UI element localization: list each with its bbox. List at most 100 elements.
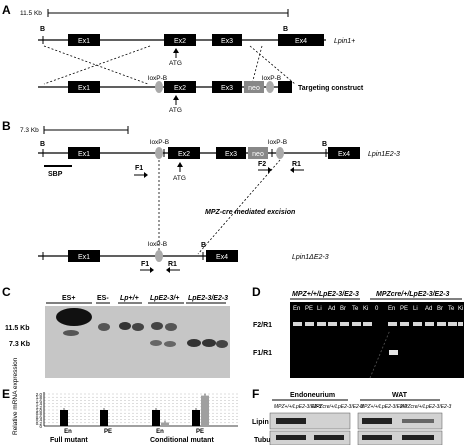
svg-text:Ex2: Ex2 bbox=[178, 151, 190, 158]
gel-band bbox=[389, 350, 398, 355]
svg-text:LpE2-3/E2-3: LpE2-3/E2-3 bbox=[188, 295, 228, 302]
panel-f: F Endoneurium WAT MPZ+/+/LpE2-3/E2-3 MPZ… bbox=[252, 387, 451, 445]
x-tick-label: PE bbox=[104, 429, 112, 435]
blot-band bbox=[63, 330, 79, 336]
loxp-site bbox=[155, 147, 163, 159]
blot-band bbox=[187, 339, 201, 347]
pcr-lane-labels: En PE Li Ad Br Te Ki 0 En PE Li Ad Br Te… bbox=[293, 306, 463, 312]
exon-box bbox=[278, 34, 324, 46]
svg-text:LpE2-3/+: LpE2-3/+ bbox=[150, 295, 179, 302]
svg-text:F1: F1 bbox=[135, 165, 143, 172]
blot-band bbox=[314, 435, 344, 440]
x-tick-label: En bbox=[156, 429, 164, 435]
construct-title: Targeting construct bbox=[298, 85, 364, 92]
exon-box bbox=[328, 147, 360, 159]
bar bbox=[201, 395, 209, 426]
y-tick-label: 1.0 bbox=[36, 408, 43, 413]
svg-text:ES+: ES+ bbox=[62, 295, 75, 302]
blot-band bbox=[402, 419, 434, 423]
bar bbox=[192, 410, 200, 426]
svg-text:SBP: SBP bbox=[48, 171, 63, 178]
svg-text:MPZcre/+/LpE2-3/E2-3: MPZcre/+/LpE2-3/E2-3 bbox=[376, 291, 449, 298]
panel-b: B 7.3 Kb B loxP-B loxP-B B Ex1 Ex2 Ex3 n… bbox=[2, 119, 400, 273]
svg-text:Ki: Ki bbox=[363, 306, 368, 312]
panel-e-label: E bbox=[2, 387, 10, 401]
gel-band bbox=[413, 322, 422, 326]
svg-text:0: 0 bbox=[375, 306, 379, 312]
gel-band bbox=[293, 322, 302, 326]
western-blot-lipin bbox=[357, 412, 443, 430]
bar bbox=[161, 422, 169, 426]
y-tick-label: 0.4 bbox=[36, 418, 43, 423]
svg-text:Ad: Ad bbox=[425, 306, 432, 312]
svg-text:Ex3: Ex3 bbox=[221, 38, 233, 45]
exon-box bbox=[68, 250, 100, 262]
svg-text:R1: R1 bbox=[168, 261, 177, 268]
exon-box bbox=[168, 147, 200, 159]
svg-text:Endoneurium: Endoneurium bbox=[290, 392, 335, 399]
y-tick-label: 0.8 bbox=[36, 411, 43, 416]
x-tick-label: PE bbox=[196, 429, 204, 435]
svg-text:neo: neo bbox=[248, 85, 260, 92]
blot-band bbox=[202, 339, 216, 347]
svg-text:Lipin 1β: Lipin 1β bbox=[252, 419, 280, 426]
gel-band bbox=[340, 322, 349, 326]
svg-text:PE: PE bbox=[400, 306, 408, 312]
scale-label-b: 7.3 Kb bbox=[20, 127, 39, 134]
panel-c-label: C bbox=[2, 285, 11, 299]
gel-band bbox=[400, 322, 409, 326]
exon-box bbox=[68, 34, 100, 46]
svg-text:Ex1: Ex1 bbox=[78, 38, 90, 45]
svg-text:neo: neo bbox=[252, 151, 264, 158]
group-label: Full mutant bbox=[50, 437, 88, 444]
panel-a-label: A bbox=[2, 3, 11, 17]
neo-cassette bbox=[248, 147, 268, 159]
svg-text:Ex4: Ex4 bbox=[295, 38, 307, 45]
site-b: B bbox=[40, 26, 45, 33]
svg-text:WAT: WAT bbox=[392, 392, 408, 399]
svg-text:F2/R1: F2/R1 bbox=[253, 322, 272, 329]
svg-text:Lp+/+: Lp+/+ bbox=[120, 295, 139, 302]
svg-text:F1/R1: F1/R1 bbox=[253, 350, 272, 357]
blot-band bbox=[402, 435, 434, 440]
svg-text:Ex3: Ex3 bbox=[225, 151, 237, 158]
svg-text:Te: Te bbox=[448, 306, 455, 312]
svg-text:Ex2: Ex2 bbox=[174, 85, 186, 92]
blot-band bbox=[132, 323, 144, 331]
panel-d: D MPZ+/+/LpE2-3/E2-3 MPZcre/+/LpE2-3/E2-… bbox=[252, 285, 464, 379]
svg-text:B: B bbox=[322, 141, 327, 148]
gel-band bbox=[448, 322, 457, 326]
panel-d-label: D bbox=[252, 285, 261, 299]
svg-text:MPZ+/+/LpE2-3/E2-3: MPZ+/+/LpE2-3/E2-3 bbox=[274, 404, 321, 410]
pcr-gel bbox=[290, 302, 464, 378]
svg-text:11.5 Kb: 11.5 Kb bbox=[5, 325, 30, 332]
svg-text:MPZcre/+/LpE2-3/E2-3: MPZcre/+/LpE2-3/E2-3 bbox=[400, 404, 451, 410]
y-tick-label: 0.2 bbox=[36, 421, 43, 426]
exon-box bbox=[68, 147, 100, 159]
svg-text:loxP-B: loxP-B bbox=[150, 139, 169, 146]
blot-band bbox=[151, 322, 163, 330]
blot-band bbox=[56, 308, 92, 326]
svg-text:En: En bbox=[388, 306, 395, 312]
svg-text:7.3 Kb: 7.3 Kb bbox=[9, 341, 30, 348]
x-tick-label: En bbox=[64, 429, 72, 435]
blot-band bbox=[276, 435, 306, 440]
loxp-label: loxP-B bbox=[262, 75, 281, 82]
gel-band bbox=[317, 322, 326, 326]
svg-text:Ki: Ki bbox=[458, 306, 463, 312]
svg-text:ATG: ATG bbox=[173, 175, 186, 182]
loxp-site bbox=[266, 81, 274, 93]
blot-band bbox=[362, 435, 392, 440]
bar bbox=[100, 410, 108, 426]
blot-band bbox=[164, 341, 176, 347]
y-tick-label: 1.8 bbox=[36, 395, 43, 400]
svg-text:Ex4: Ex4 bbox=[338, 151, 350, 158]
western-blot-tubulin bbox=[269, 430, 351, 445]
panel-f-label: F bbox=[252, 387, 259, 401]
exon-box bbox=[212, 81, 242, 93]
blot-band bbox=[119, 322, 131, 330]
group-label: Conditional mutant bbox=[150, 437, 214, 444]
y-axis-label: Relative mRNA expression bbox=[12, 357, 19, 435]
bar bbox=[152, 410, 160, 426]
